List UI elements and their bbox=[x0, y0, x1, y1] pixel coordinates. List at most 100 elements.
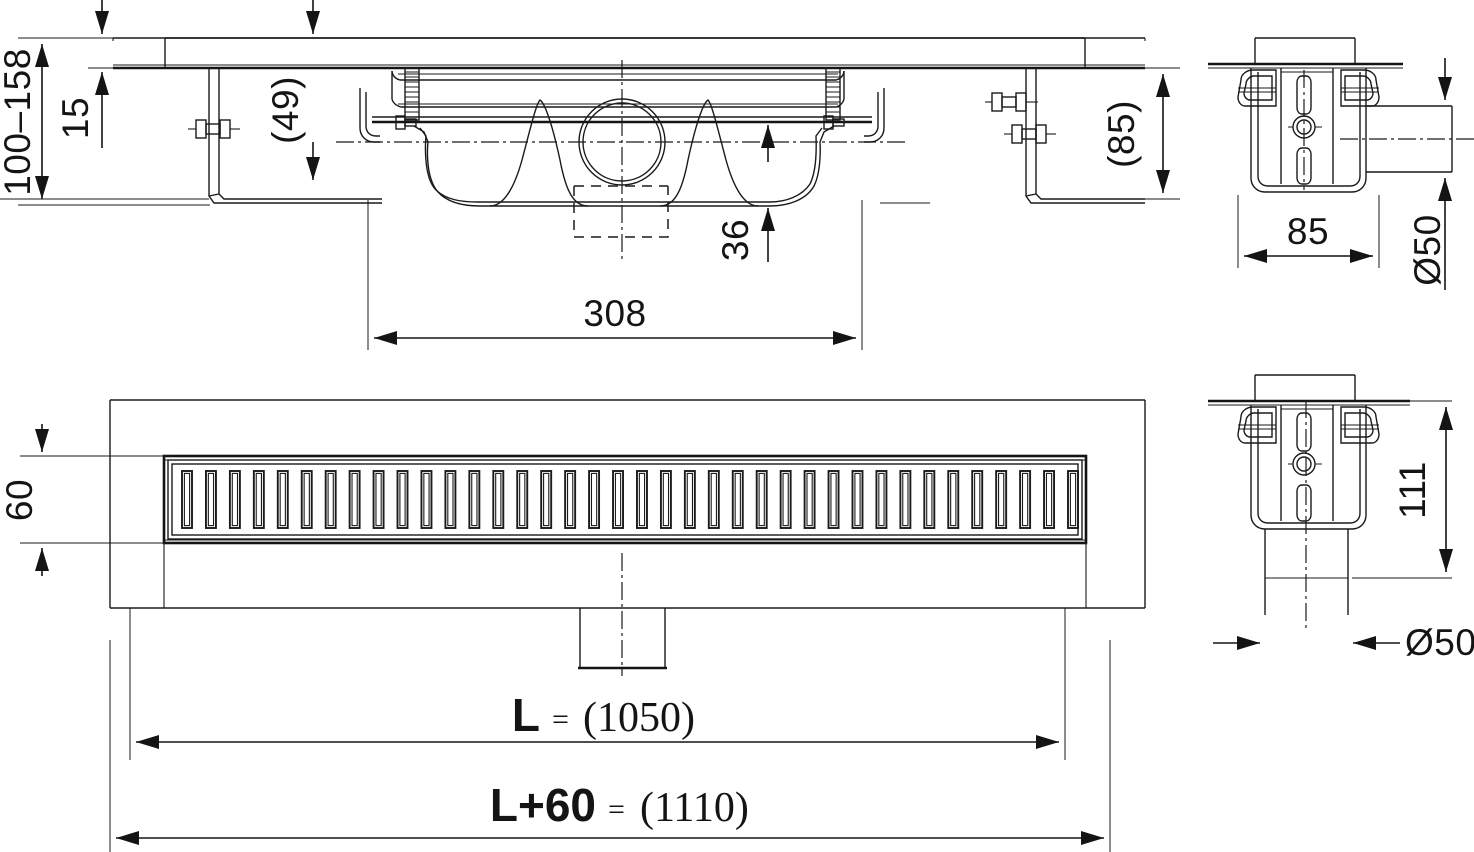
grate-slot bbox=[204, 470, 217, 529]
length-nominal-symbol: L bbox=[512, 689, 540, 741]
dimension-flange-thickness: 15 bbox=[55, 0, 125, 148]
grate-slot-inner bbox=[758, 472, 765, 527]
leg-bolt-assembly-right-upper bbox=[985, 92, 1038, 112]
leg-bolt-assembly-right-lower bbox=[1004, 124, 1056, 144]
grate-slot bbox=[468, 470, 481, 529]
dimension-label-outlet-offset: 36 bbox=[715, 219, 756, 261]
grate-slot-inner bbox=[662, 472, 670, 527]
grate-slot-inner bbox=[614, 472, 622, 527]
side-section-view-horizontal-outlet: 85 Ø50 bbox=[1208, 37, 1474, 290]
drain-body-section bbox=[336, 60, 908, 262]
grate-slot-inner bbox=[543, 472, 550, 527]
grate-slot bbox=[516, 470, 529, 529]
grate-slot-inner bbox=[255, 472, 262, 527]
dimension-outlet-diameter-bottom: Ø50 bbox=[1213, 622, 1474, 663]
length-nominal-value: (1050) bbox=[583, 695, 695, 741]
grate-slot bbox=[372, 470, 385, 529]
grate-slot-inner bbox=[423, 472, 430, 527]
grate-slot bbox=[707, 470, 720, 529]
grate-slot-inner bbox=[351, 472, 358, 527]
vertical-outlet-pipe bbox=[1264, 400, 1349, 632]
grate-slot bbox=[803, 470, 816, 529]
grate-slot bbox=[300, 470, 313, 529]
grate-slot bbox=[252, 470, 265, 529]
length-overall-equals: = bbox=[608, 793, 625, 826]
grate-slot-inner bbox=[399, 472, 406, 527]
grate-slot-inner bbox=[734, 472, 741, 527]
grate-slot-inner bbox=[902, 472, 909, 527]
grate-slot-inner bbox=[519, 472, 526, 527]
leg-bolt-assembly-left bbox=[188, 119, 240, 139]
grate-slot bbox=[899, 470, 912, 529]
dimension-label-outlet-diameter-side: Ø50 bbox=[1407, 214, 1448, 285]
grate-slot-inner bbox=[830, 472, 837, 527]
grate-slot bbox=[540, 470, 553, 529]
grate-slot bbox=[228, 470, 241, 529]
dimension-label-flange-thickness: 15 bbox=[55, 97, 96, 139]
grate-slot bbox=[564, 470, 577, 529]
dimension-label-height-range: 100–158 bbox=[0, 48, 38, 196]
grate-stud-right bbox=[825, 67, 841, 121]
grate-slot-inner bbox=[854, 472, 861, 527]
dimension-body-width: 85 bbox=[1237, 195, 1380, 268]
side-section-view-vertical-outlet: 111 Ø50 bbox=[1208, 374, 1474, 663]
dimension-label-body-length: 308 bbox=[583, 293, 646, 334]
dimension-body-height-vertical: 111 bbox=[1352, 400, 1453, 579]
grate-slot-inner bbox=[590, 472, 598, 527]
grate-slot-inner bbox=[279, 472, 286, 527]
grate-slot-inner bbox=[950, 472, 957, 527]
grate-slot-inner bbox=[878, 472, 885, 527]
grate-slot bbox=[779, 470, 792, 529]
grate-slot bbox=[588, 470, 601, 529]
drain-body-top-right bbox=[1237, 68, 1380, 193]
grate-slot bbox=[612, 470, 624, 529]
dimension-length-nominal: L = (1050) bbox=[129, 608, 1066, 760]
dimension-body-height-bracket: (85) bbox=[1101, 67, 1180, 200]
drain-body-bottom-right bbox=[1237, 405, 1380, 530]
horizontal-outlet-pipe bbox=[1340, 105, 1474, 173]
grate-slot-inner bbox=[375, 472, 382, 527]
grate-slot bbox=[875, 470, 888, 529]
grate-slot-inner bbox=[638, 472, 646, 527]
grate-slot bbox=[923, 470, 936, 529]
dimension-insert-depth: (49) bbox=[265, 0, 330, 180]
grate-slot-inner bbox=[806, 472, 813, 527]
grate-slot bbox=[276, 470, 289, 529]
grate-slot bbox=[947, 470, 960, 529]
grate-slot-inner bbox=[327, 472, 334, 527]
grate-slot-inner bbox=[686, 472, 694, 527]
grate-slot-inner bbox=[1021, 472, 1029, 527]
grate-slot-inner bbox=[710, 472, 717, 527]
grate-slot-inner bbox=[183, 472, 191, 527]
dimension-label-insert-depth: (49) bbox=[265, 76, 306, 144]
dimension-outlet-diameter-side: Ø50 bbox=[1407, 58, 1452, 290]
grate-slot bbox=[755, 470, 768, 529]
grate-slot bbox=[444, 470, 457, 529]
grate-slot bbox=[492, 470, 505, 529]
right-mounting-leg bbox=[985, 68, 1145, 204]
grate-slot-inner bbox=[231, 472, 239, 527]
grate-slot-inner bbox=[207, 472, 215, 527]
grate-slot bbox=[659, 470, 672, 529]
grate-slot bbox=[636, 470, 648, 529]
plan-outlet-stub bbox=[578, 553, 667, 676]
grate-slot-inner bbox=[782, 472, 789, 527]
grate-slot bbox=[348, 470, 361, 529]
grate-slot-inner bbox=[974, 472, 981, 527]
grate-slot-inner bbox=[566, 472, 574, 527]
dimension-label-body-height-bracket: (85) bbox=[1101, 100, 1142, 168]
grate-slot bbox=[851, 470, 864, 529]
length-overall-value: (1110) bbox=[640, 785, 749, 831]
length-nominal-equals: = bbox=[552, 703, 569, 736]
grate-slot-inner bbox=[447, 472, 454, 527]
grate-slot bbox=[731, 470, 744, 529]
length-overall-symbol: L+60 bbox=[490, 779, 596, 831]
dimension-body-length: 308 bbox=[367, 200, 863, 350]
grate-slot bbox=[396, 470, 409, 529]
dimension-label-outlet-diameter-bottom: Ø50 bbox=[1405, 622, 1474, 663]
grate-slot-inner bbox=[1069, 472, 1077, 527]
grate-slot bbox=[181, 470, 193, 529]
grate-slot-inner bbox=[1045, 472, 1053, 527]
dimension-length-overall: L+60 = (1110) bbox=[109, 640, 1111, 852]
left-mounting-leg bbox=[0, 68, 382, 204]
